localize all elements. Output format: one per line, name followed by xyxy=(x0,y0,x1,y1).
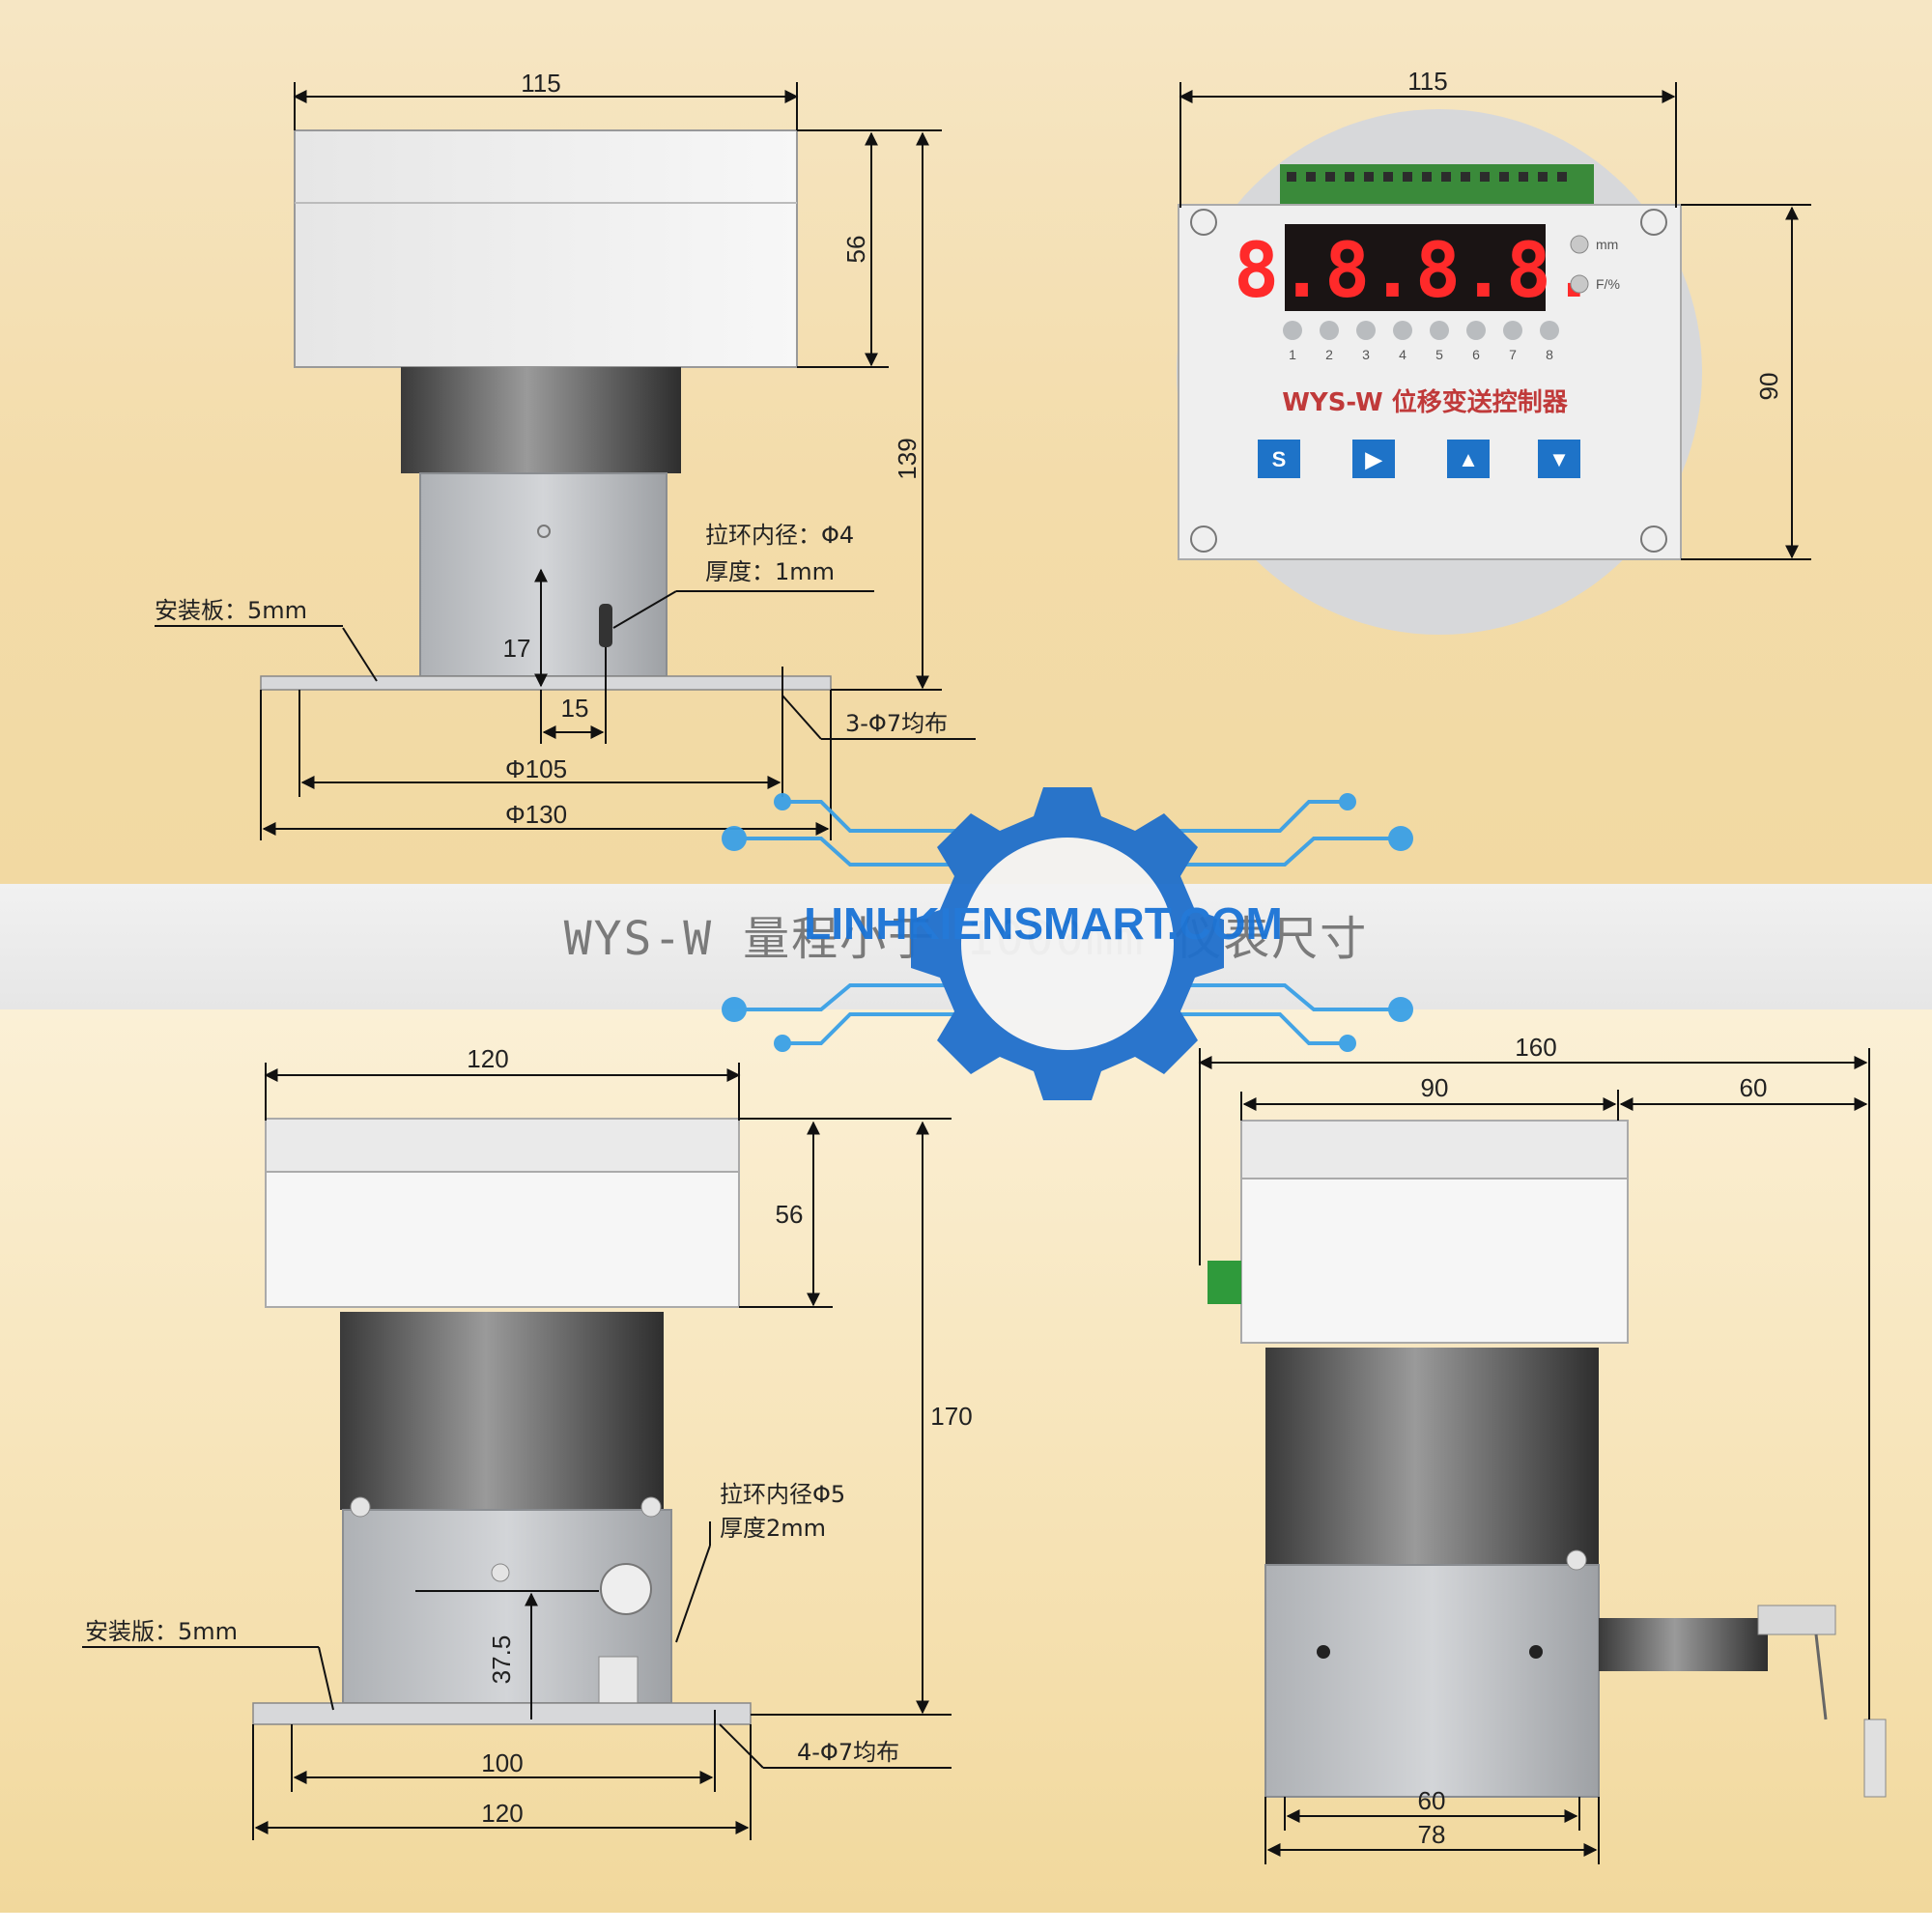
bolt-spacing-label: 60 xyxy=(1418,1786,1446,1815)
cover-height-label: 56 xyxy=(776,1200,804,1229)
terminal-block xyxy=(1208,1261,1241,1304)
bottom-left-view: 120 56 170 37.5 100 120 4-Φ7均布 拉环内径Φ5 厚度… xyxy=(82,1044,973,1840)
holes-label: 4-Φ7均布 xyxy=(797,1739,899,1766)
channel-label: 6 xyxy=(1472,347,1480,362)
mount-plate xyxy=(260,675,832,691)
key-up-button xyxy=(1447,440,1490,478)
key-s-button xyxy=(1258,440,1300,478)
cable-clamp xyxy=(1863,1719,1887,1798)
housing-cover xyxy=(294,129,798,368)
ring-inner-label: 拉环内径Φ5 xyxy=(720,1481,845,1508)
offset-vertical-label: 37.5 xyxy=(487,1635,516,1685)
housing-cover-top xyxy=(1240,1120,1629,1179)
screw-tr-icon xyxy=(1640,209,1667,236)
top-right-controller: 8.8.8.8. mm F/% 1 2 3 4 5 6 7 8 WYS-W 位移… xyxy=(1177,67,1811,635)
led-display xyxy=(1285,224,1546,311)
offset-horizontal-label: 15 xyxy=(561,694,589,723)
cover-height-label: 56 xyxy=(841,236,870,264)
housing-cover xyxy=(1240,1178,1629,1344)
bolt-circle-label: Φ105 xyxy=(505,754,567,783)
total-height-label: 170 xyxy=(930,1402,972,1431)
base-width-label: 120 xyxy=(481,1799,523,1828)
channel-label: 5 xyxy=(1435,347,1443,362)
pull-ring xyxy=(600,1563,652,1615)
channel-label: 2 xyxy=(1325,347,1333,362)
key-s-label: S xyxy=(1272,447,1287,471)
ring-thickness-label: 厚度2mm xyxy=(720,1515,826,1542)
key-right-button xyxy=(1352,440,1395,478)
channel-label: 1 xyxy=(1289,347,1296,362)
offset-vertical-label: 17 xyxy=(503,634,531,663)
screw-br-icon xyxy=(1640,526,1667,553)
drum-cylinder xyxy=(401,367,681,473)
drum-cylinder xyxy=(1265,1348,1599,1565)
overall-label: 160 xyxy=(1515,1033,1556,1062)
holes-label: 3-Φ7均布 xyxy=(845,710,948,737)
watermark-logo: LINHKIENSMART.COM xyxy=(722,787,1413,1100)
base-diameter-label: Φ130 xyxy=(505,800,567,829)
width-label: 120 xyxy=(467,1044,508,1073)
key-up-label: ▲ xyxy=(1458,447,1479,471)
base-body xyxy=(1264,1564,1600,1798)
led-unit-1: mm xyxy=(1596,237,1618,252)
width-label: 115 xyxy=(521,69,560,98)
base-width-label: 78 xyxy=(1418,1820,1446,1849)
total-height-label: 139 xyxy=(893,438,922,479)
display-digits: 8.8.8.8. xyxy=(1234,228,1597,315)
key-down-button xyxy=(1538,440,1580,478)
channel-label: 7 xyxy=(1509,347,1517,362)
base-body xyxy=(419,472,668,677)
screw-tl-icon xyxy=(1190,209,1217,236)
terminal-block xyxy=(1280,164,1594,208)
bottom-right-view: 160 90 60 60 78 xyxy=(1198,1033,1887,1864)
housing-cover-top xyxy=(265,1118,740,1173)
channel-leds xyxy=(1283,321,1559,340)
arm-length-label: 60 xyxy=(1740,1073,1768,1102)
channel-label: 3 xyxy=(1362,347,1370,362)
ring-thickness-label: 厚度：1mm xyxy=(705,558,835,585)
mount-plate xyxy=(252,1702,752,1725)
cable-outlet xyxy=(1599,1618,1768,1671)
bolt-spacing-label: 100 xyxy=(481,1748,523,1777)
mount-plate-label: 安装板：5mm xyxy=(155,597,307,624)
width-label: 115 xyxy=(1407,67,1447,96)
model-label: WYS-W 位移变送控制器 xyxy=(1282,387,1569,417)
height-label: 90 xyxy=(1754,373,1783,401)
watermark-text: LINHKIENSMART.COM xyxy=(804,898,1283,949)
pull-ring xyxy=(599,604,612,647)
body-width-label: 90 xyxy=(1421,1073,1449,1102)
channel-label: 8 xyxy=(1546,347,1553,362)
pull-ring-bracket xyxy=(1757,1605,1836,1635)
screw-bl-icon xyxy=(1190,526,1217,553)
bottom-strip xyxy=(0,1913,1932,1932)
key-right-label: ▶ xyxy=(1365,447,1383,471)
mount-plate-label: 安装版：5mm xyxy=(85,1618,238,1645)
housing-cover xyxy=(265,1171,740,1308)
led-unit-2: F/% xyxy=(1596,276,1620,292)
top-left-view: 115 56 139 17 15 Φ105 Φ130 3-Φ7均布 拉环内径：Φ… xyxy=(155,69,976,840)
channel-label: 4 xyxy=(1399,347,1406,362)
ring-inner-label: 拉环内径：Φ4 xyxy=(705,522,854,549)
gear-icon xyxy=(911,787,1224,1100)
key-down-label: ▼ xyxy=(1548,447,1570,471)
drum-cylinder xyxy=(340,1312,664,1510)
